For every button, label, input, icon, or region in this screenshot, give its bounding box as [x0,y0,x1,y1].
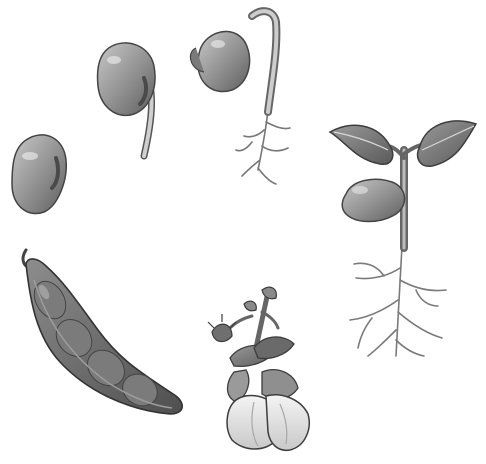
germinating-seed-icon [98,43,156,156]
flower-icon [208,287,309,450]
seedling-icon [190,11,290,184]
bean-seed-icon [12,135,66,214]
bean-pod-icon [23,250,182,414]
young-plant-icon [330,121,476,356]
